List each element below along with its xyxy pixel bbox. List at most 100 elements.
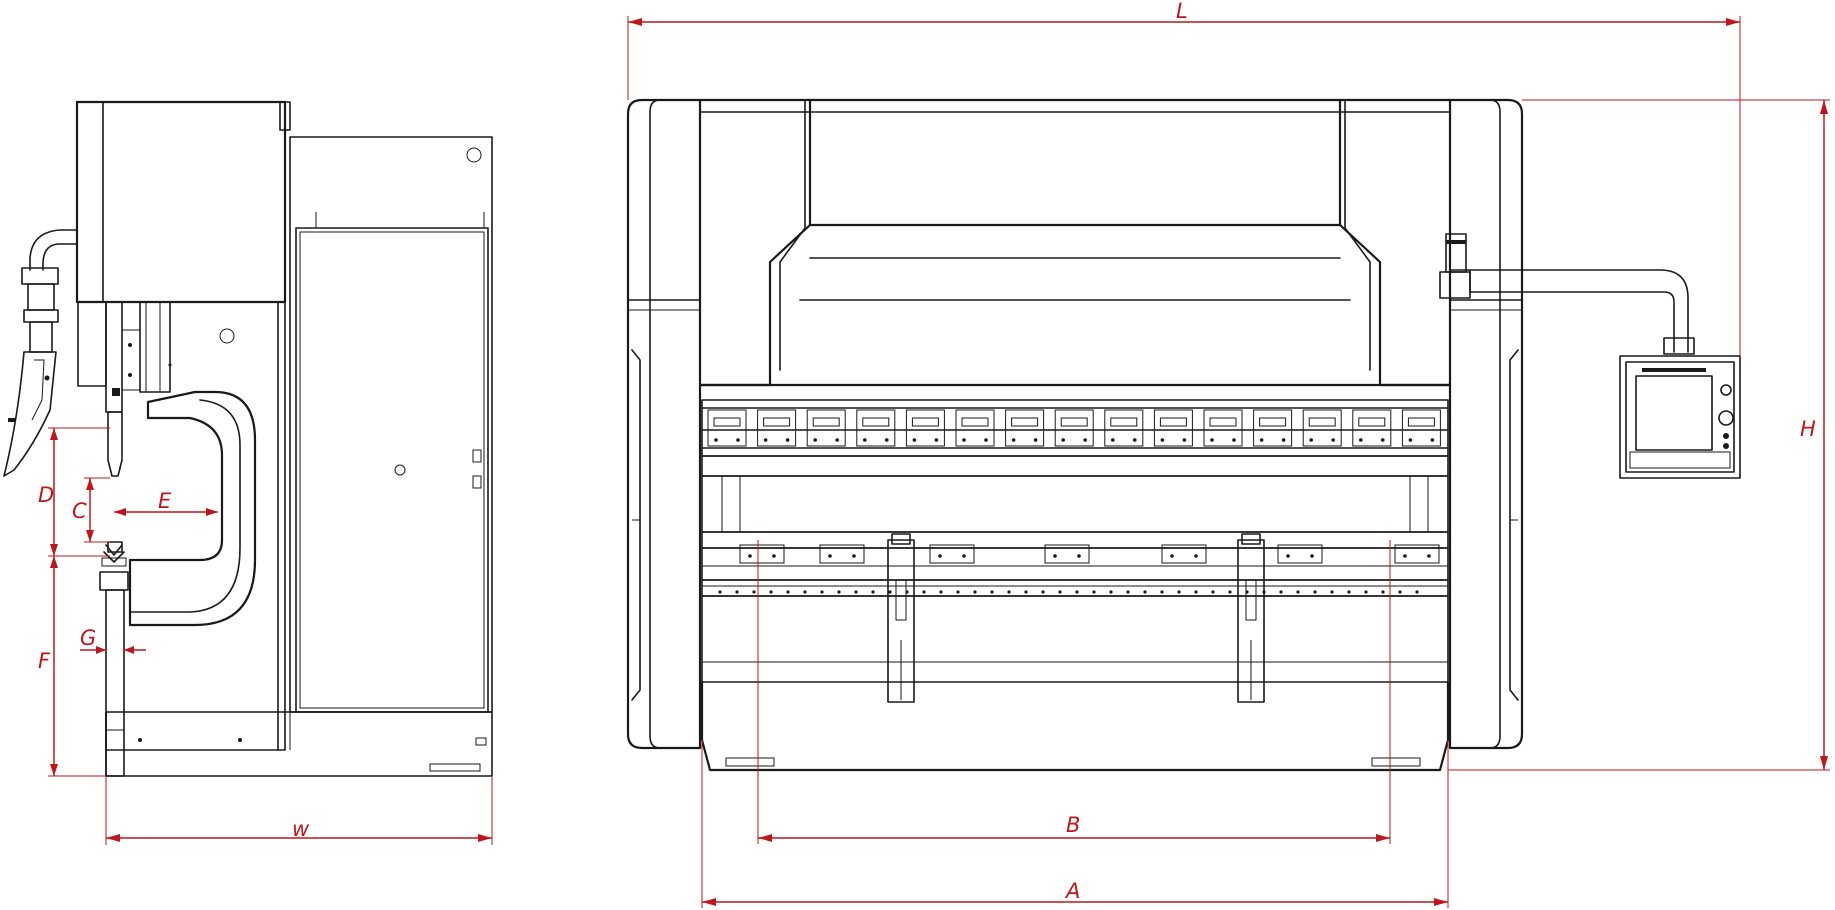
bed-bolt: [1194, 590, 1198, 594]
lower-die-bolt: [1077, 554, 1081, 558]
lower-die-block: [1161, 544, 1207, 564]
bed-bolt: [1007, 590, 1011, 594]
front-view: [626, 98, 1741, 772]
bed-bolt: [1330, 590, 1334, 594]
dimension-label-g: G: [80, 626, 96, 650]
upper-clamp: [1352, 409, 1392, 447]
bed-bolt: [820, 590, 824, 594]
bed-bolt: [752, 590, 756, 594]
bed-bolt: [973, 590, 977, 594]
bed-bolt: [1211, 590, 1215, 594]
lower-die-bolt: [1053, 554, 1057, 558]
bed-bolt: [888, 590, 892, 594]
upper-clamp-bolt: [1033, 438, 1038, 442]
upper-clamp-bolt: [1182, 438, 1187, 442]
bed-bolt: [786, 590, 790, 594]
dimension-label-e: E: [158, 489, 172, 513]
upper-clamp: [1153, 409, 1193, 447]
bed-bolt: [803, 590, 807, 594]
dimension-label-h: H: [1800, 417, 1816, 441]
upper-clamp-bolt: [1111, 438, 1115, 442]
bed-bolt: [922, 590, 926, 594]
upper-clamp-bolt: [1430, 438, 1435, 442]
dimension-label-b: B: [1066, 813, 1080, 837]
upper-clamp-slot: [1407, 417, 1435, 427]
upper-clamp: [1302, 409, 1342, 447]
upper-clamp: [1054, 409, 1094, 447]
upper-clamp-bolt: [1381, 438, 1385, 442]
upper-clamp: [806, 409, 846, 447]
upper-clamp-bolt: [1061, 438, 1065, 442]
upper-clamp-slot: [713, 417, 741, 427]
bed-bolt: [956, 590, 960, 594]
bed-bolt: [1313, 590, 1317, 594]
side-view: [3, 100, 493, 777]
upper-clamp-bolt: [1331, 438, 1335, 442]
bed-bolt: [1126, 590, 1130, 594]
lower-die-block: [739, 544, 785, 564]
lower-die-block: [1277, 544, 1323, 564]
lower-die-block: [929, 544, 975, 564]
upper-clamp-bolt: [1259, 438, 1264, 442]
upper-clamp-bolt: [1232, 438, 1236, 442]
bed-bolt: [1262, 590, 1266, 594]
lower-die-bolt: [852, 554, 856, 558]
bed-bolt: [1296, 590, 1300, 594]
upper-clamp: [1005, 409, 1045, 447]
lower-die-bolt: [1286, 554, 1290, 558]
bed-bolt: [1381, 590, 1385, 594]
upper-clamp-bolt: [763, 438, 768, 442]
bed-bolt: [871, 590, 875, 594]
upper-clamp-slot: [1358, 417, 1386, 427]
upper-clamp-bolt: [714, 438, 718, 442]
bed-bolt: [1245, 590, 1249, 594]
upper-clamp-bolt: [1359, 438, 1363, 442]
upper-clamp-slot: [763, 417, 791, 427]
bed-bolt: [1398, 590, 1402, 594]
upper-clamp-bolt: [962, 438, 966, 442]
upper-clamp: [707, 409, 747, 447]
side-view-dimensions: D C E F G w: [38, 427, 493, 845]
dimension-label-d: D: [38, 483, 54, 507]
upper-clamp-bolt: [785, 438, 790, 442]
bed-bolt: [1058, 590, 1062, 594]
upper-clamp-bolt: [1083, 438, 1087, 442]
bed-bolt: [1092, 590, 1096, 594]
lower-die-bolt: [962, 554, 966, 558]
bed-bolt: [1228, 590, 1232, 594]
dimension-label-f: F: [38, 649, 51, 673]
lower-die-block: [819, 544, 865, 564]
bed-bolt: [1347, 590, 1351, 594]
lower-die-block: [1394, 544, 1440, 564]
upper-clamp: [1401, 409, 1441, 447]
upper-clamp-bolt: [1011, 438, 1016, 442]
upper-clamp-slot: [961, 417, 989, 427]
dimension-label-c: C: [72, 499, 87, 523]
upper-clamp-slot: [911, 417, 939, 427]
lower-die-bolt: [938, 554, 942, 558]
dimension-label-w: w: [292, 817, 310, 841]
upper-clamp-bolt: [813, 438, 817, 442]
upper-clamp-bolt: [1160, 438, 1165, 442]
upper-clamp-slot: [1209, 417, 1237, 427]
dimension-label-a: A: [1064, 879, 1080, 903]
upper-clamp: [1104, 409, 1144, 447]
upper-clamp: [1203, 409, 1243, 447]
upper-clamp-bolt: [1210, 438, 1214, 442]
front-view-dimensions: L H B A: [627, 0, 1830, 908]
upper-clamp-slot: [1308, 417, 1336, 427]
upper-clamp-bolt: [1281, 438, 1286, 442]
upper-clamp-slot: [812, 417, 840, 427]
bed-bolt: [990, 590, 994, 594]
upper-clamp-slot: [1011, 417, 1039, 427]
bed-bolt: [905, 590, 909, 594]
bed-bolt: [1024, 590, 1028, 594]
upper-clamp-slot: [1159, 417, 1187, 427]
upper-clamp-bolt: [934, 438, 939, 442]
upper-clamp-bolt: [863, 438, 867, 442]
lower-die-bolt: [748, 554, 752, 558]
bed-bolt: [1177, 590, 1181, 594]
lower-die-bolt: [1310, 554, 1314, 558]
lower-die-bolt: [828, 554, 832, 558]
